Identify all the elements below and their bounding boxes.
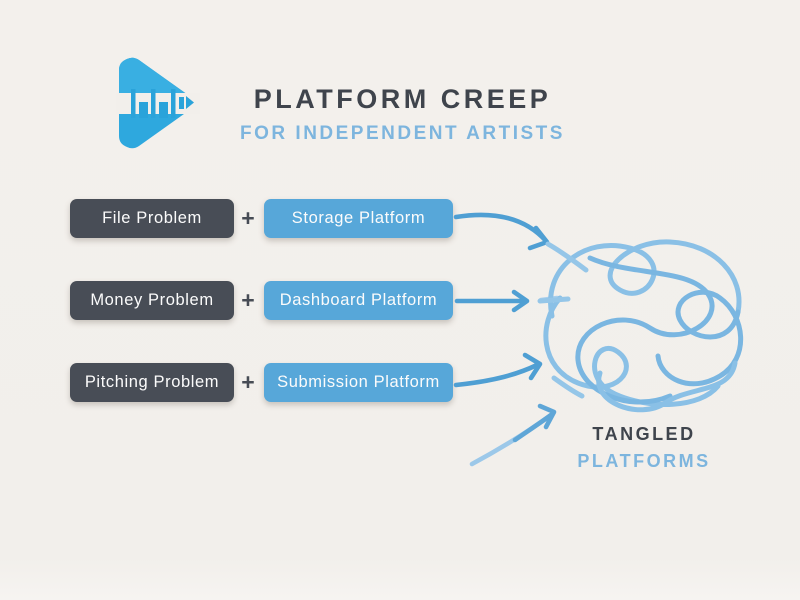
result-label-platforms: PLATFORMS [577, 451, 711, 471]
problem-box-money: Money Problem [70, 281, 234, 320]
arrow-submission-icon [453, 352, 543, 388]
result-label-tangled: TANGLED [592, 424, 696, 444]
platform-label: Submission Platform [277, 373, 440, 391]
platform-label: Dashboard Platform [279, 291, 438, 309]
play-piano-logo-icon [116, 57, 200, 149]
plus-icon: + [241, 205, 255, 231]
result-label: TANGLED PLATFORMS [566, 424, 722, 472]
header: PLATFORM CREEP FOR INDEPENDENT ARTISTS [205, 84, 600, 145]
problem-label: Money Problem [90, 291, 214, 309]
problem-label: Pitching Problem [84, 373, 220, 391]
platform-box-storage: Storage Platform [264, 199, 453, 238]
page-title: PLATFORM CREEP [253, 84, 552, 114]
plus-icon: + [241, 369, 255, 395]
page-subtitle: FOR INDEPENDENT ARTISTS [240, 123, 565, 144]
plus-icon: + [241, 287, 255, 313]
problem-box-file: File Problem [70, 199, 234, 238]
arrow-extra-icon [469, 403, 557, 467]
platform-box-submission: Submission Platform [264, 363, 453, 402]
arrow-storage-icon [453, 212, 550, 251]
problem-label: File Problem [102, 209, 202, 227]
tangle-scribble-icon [537, 239, 744, 413]
problem-box-pitching: Pitching Problem [70, 363, 234, 402]
platform-box-dashboard: Dashboard Platform [264, 281, 453, 320]
platform-label: Storage Platform [291, 209, 426, 227]
arrow-dashboard-icon [454, 289, 560, 313]
